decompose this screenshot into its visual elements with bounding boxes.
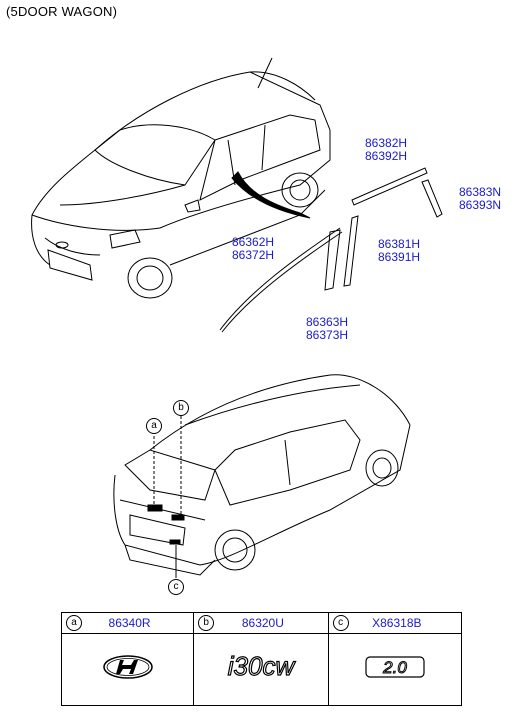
legend-code-c: X86318B xyxy=(372,616,422,630)
rear-car-drawing xyxy=(113,374,411,578)
hyundai-logo-icon xyxy=(102,655,153,679)
legend-letter-c: c xyxy=(332,615,349,631)
moulding-parts xyxy=(219,167,443,333)
callout-a: a xyxy=(146,418,162,434)
legend-head-a: a 86340R xyxy=(60,612,195,634)
displacement-badge-icon: 2.0 xyxy=(365,656,425,678)
legend-head-c: c X86318B xyxy=(327,612,463,634)
emblem-legend-table: a 86340R b 86320U c X86318B xyxy=(60,612,463,706)
i30cw-badge-text: i30cw xyxy=(228,651,297,681)
legend-letter-a: a xyxy=(66,615,82,631)
callout-b: b xyxy=(173,400,189,416)
front-car-drawing xyxy=(31,57,331,299)
legend-code-b: 86320U xyxy=(241,616,284,630)
legend-code-a: 86340R xyxy=(108,616,151,630)
emblem-cell-a xyxy=(60,633,195,706)
legend-letter-b: b xyxy=(198,615,215,631)
i30cw-badge-icon: i30cw xyxy=(227,650,297,681)
legend-head-b: b 86320U xyxy=(193,612,329,634)
displacement-badge-text: 2.0 xyxy=(382,658,407,677)
callout-c: c xyxy=(168,579,184,595)
diagram-title: (5DOOR WAGON) xyxy=(6,4,118,19)
emblem-cell-b: i30cw xyxy=(193,633,329,706)
emblem-cell-c: 2.0 xyxy=(327,633,463,706)
